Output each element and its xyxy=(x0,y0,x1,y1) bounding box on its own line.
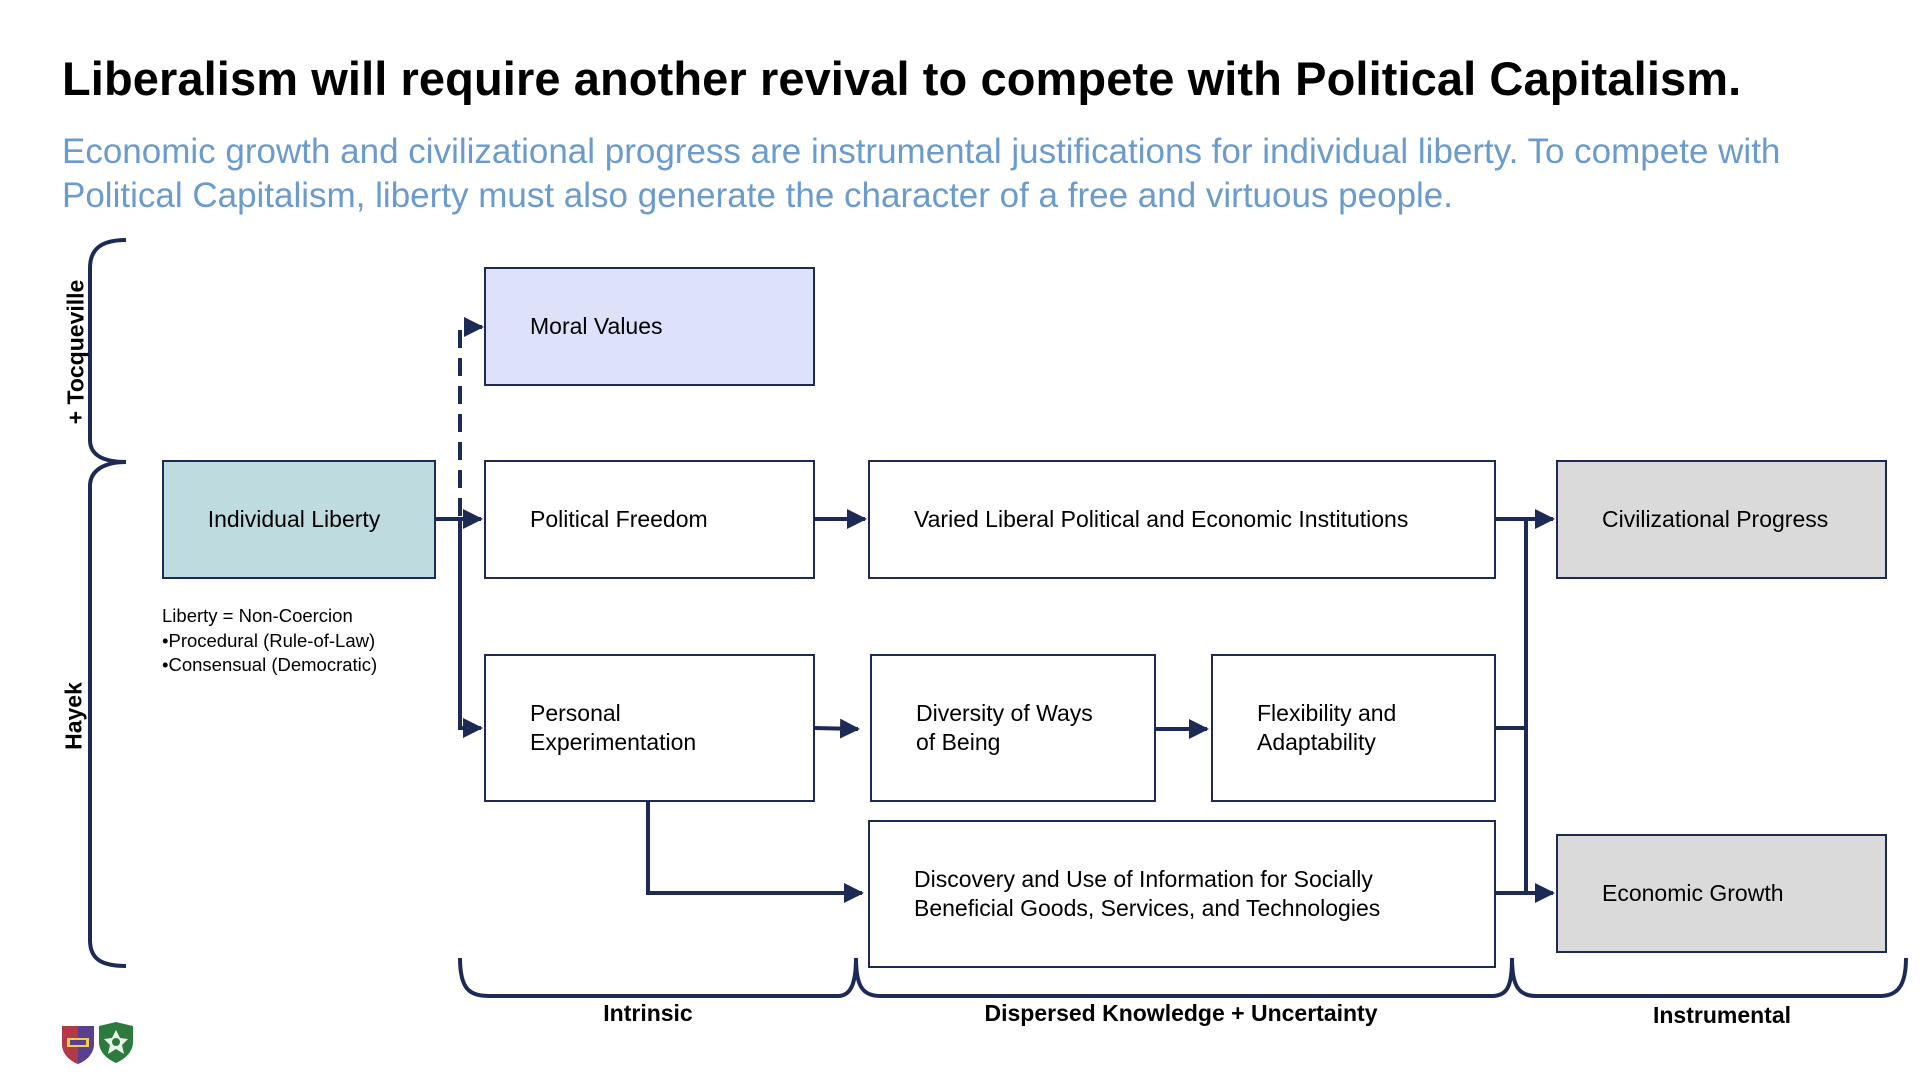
discovery-label: Discovery and Use of Information for Soc… xyxy=(914,865,1380,923)
brace-label-hayek: Hayek xyxy=(60,682,87,750)
flexibility-box: Flexibility and Adaptability xyxy=(1211,654,1496,802)
brace-dispersed xyxy=(854,957,1514,998)
brace-instrumental xyxy=(1510,957,1908,998)
connector-trunk-down xyxy=(458,519,483,738)
brace-label-instrumental: Instrumental xyxy=(1652,1002,1792,1028)
brace-tocqueville xyxy=(88,238,127,464)
discovery-box: Discovery and Use of Information for Soc… xyxy=(868,820,1496,968)
liberty-note-item: •Procedural (Rule-of-Law) xyxy=(162,629,376,651)
economic-growth-label: Economic Growth xyxy=(1602,880,1784,906)
civilizational-progress-label: Civilizational Progress xyxy=(1602,506,1829,532)
personal-experimentation-box: Personal Experimentation xyxy=(484,654,815,802)
brace-label-tocqueville: + Tocqueville xyxy=(62,279,89,425)
page-title: Liberalism will require another revival … xyxy=(62,52,1742,105)
economic-growth-box: Economic Growth xyxy=(1556,834,1887,953)
diversity-box: Diversity of Ways of Being xyxy=(870,654,1156,802)
flexibility-label: Flexibility and Adaptability xyxy=(1257,699,1396,757)
liberty-note-heading: Liberty = Non-Coercion xyxy=(162,605,353,626)
institutions-label: Varied Liberal Political and Economic In… xyxy=(914,506,1409,532)
diversity-label: Diversity of Ways of Being xyxy=(916,699,1093,757)
connector-pe-diversity xyxy=(813,718,860,739)
connector-collector xyxy=(1496,517,1528,895)
brace-intrinsic xyxy=(458,957,858,998)
personal-experimentation-line1: Personal xyxy=(530,700,621,726)
shield-logo-purple xyxy=(62,1026,94,1064)
political-freedom-box: Political Freedom xyxy=(484,460,815,579)
discovery-line1: Discovery and Use of Information for Soc… xyxy=(914,866,1373,892)
diversity-line2: of Being xyxy=(916,729,1001,755)
moral-values-box: Moral Values xyxy=(484,267,815,386)
brace-label-intrinsic: Intrinsic xyxy=(603,1000,693,1026)
institutions-box: Varied Liberal Political and Economic In… xyxy=(868,460,1496,579)
shield-logo-green xyxy=(99,1022,133,1063)
diversity-line1: Diversity of Ways xyxy=(916,700,1093,726)
discovery-line2: Beneficial Goods, Services, and Technolo… xyxy=(914,895,1381,921)
flexibility-line2: Adaptability xyxy=(1257,729,1376,755)
civilizational-progress-box: Civilizational Progress xyxy=(1556,460,1887,579)
flexibility-line1: Flexibility and xyxy=(1257,700,1397,726)
page-subtitle: Economic growth and civilizational progr… xyxy=(62,132,1781,215)
personal-experimentation-label: Personal Experimentation xyxy=(530,699,696,757)
connector-dashed-moral xyxy=(458,317,484,516)
brace-hayek xyxy=(88,460,127,968)
individual-liberty-label: Individual Liberty xyxy=(207,506,381,532)
individual-liberty-box: Individual Liberty xyxy=(162,460,436,579)
personal-experimentation-line2: Experimentation xyxy=(530,729,697,755)
liberty-note: Liberty = Non-Coercion •Procedural (Rule… xyxy=(162,604,377,678)
moral-values-label: Moral Values xyxy=(530,313,663,339)
brace-label-dispersed: Dispersed Knowledge + Uncertainty xyxy=(984,1000,1378,1026)
liberty-note-item: •Consensual (Democratic) xyxy=(162,654,378,675)
connector-pe-discovery xyxy=(646,802,864,903)
political-freedom-label: Political Freedom xyxy=(530,506,708,532)
